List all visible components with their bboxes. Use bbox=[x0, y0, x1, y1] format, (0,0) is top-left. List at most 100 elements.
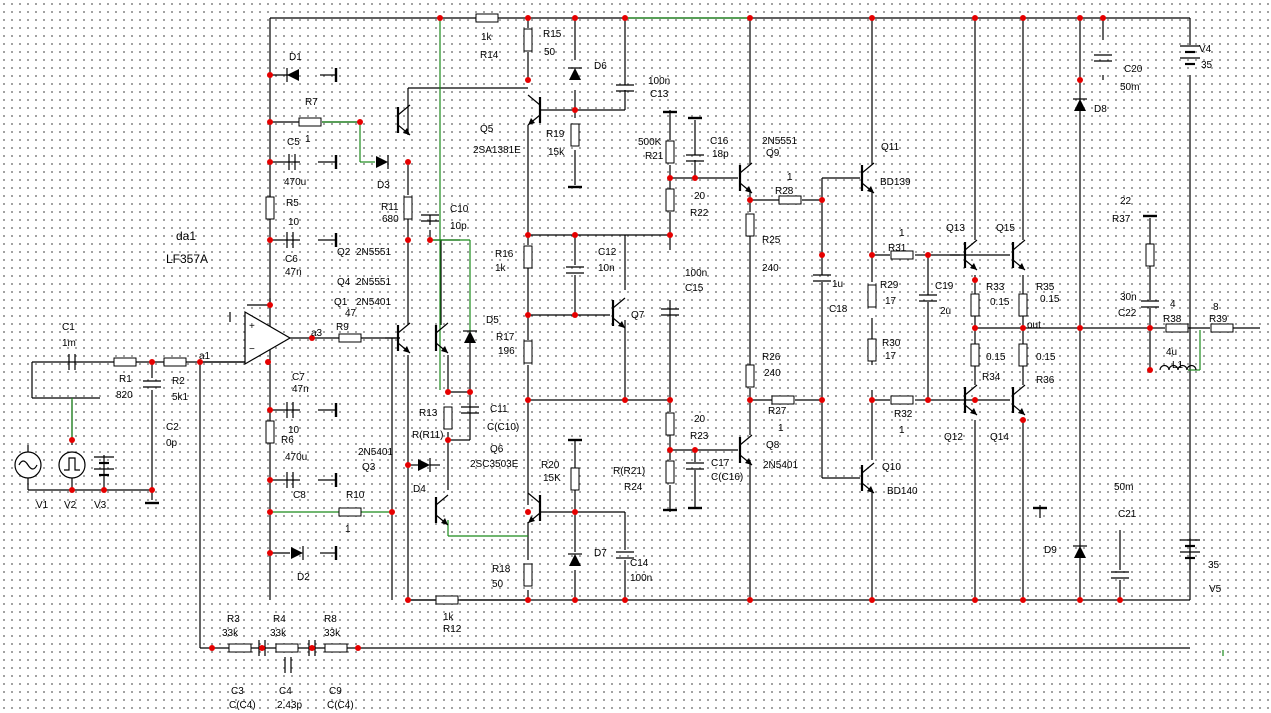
junction-dot bbox=[1117, 597, 1123, 603]
label-v3: V3 bbox=[94, 500, 107, 511]
junction-dot bbox=[1077, 15, 1083, 21]
junction-dot bbox=[525, 509, 531, 515]
label-r11: R11 bbox=[381, 202, 399, 213]
label-r18: R18 bbox=[492, 564, 511, 575]
junction-dot bbox=[1020, 15, 1026, 21]
junction-dot bbox=[525, 232, 531, 238]
label-r34v: 0.15 bbox=[986, 352, 1006, 363]
junction-dot bbox=[747, 197, 753, 203]
label-d8: D8 bbox=[1094, 104, 1107, 115]
label-d4: D4 bbox=[413, 484, 426, 495]
label-c6v: 47n bbox=[285, 267, 302, 278]
label-c3v: C(C4) bbox=[229, 700, 256, 711]
label-c4v: 2.43p bbox=[277, 700, 302, 711]
resistor-r24 bbox=[665, 460, 675, 484]
label-r3v: 33k bbox=[222, 628, 239, 639]
label-q5: Q5 bbox=[480, 124, 494, 135]
junction-dot bbox=[309, 645, 315, 651]
label-q8t: 2N5401 bbox=[763, 460, 798, 471]
label-q7: Q7 bbox=[631, 310, 645, 321]
capacitor-c1 bbox=[68, 354, 76, 370]
junction-dot bbox=[357, 119, 363, 125]
label-r23: R23 bbox=[690, 431, 709, 442]
junction-dot bbox=[869, 252, 875, 258]
junction-dot bbox=[819, 397, 825, 403]
junction-dot bbox=[1147, 325, 1153, 331]
label-r11v: 680 bbox=[382, 214, 399, 225]
capacitor-c4 bbox=[284, 657, 292, 673]
label-c2v: 0p bbox=[166, 438, 178, 449]
label-c13v: 100n bbox=[648, 76, 670, 87]
transistor-q4 bbox=[396, 322, 411, 354]
battery-v4-icon bbox=[1180, 45, 1200, 66]
label-q1t: 2N5401 bbox=[356, 297, 391, 308]
junction-dot bbox=[1020, 417, 1026, 423]
junction-dot bbox=[267, 237, 273, 243]
junction-dot bbox=[437, 15, 443, 21]
label-q5t: 2SA1381E bbox=[473, 145, 521, 156]
label-d2: D2 bbox=[297, 572, 310, 583]
label-r36: R36 bbox=[1036, 375, 1055, 386]
label-q6: Q6 bbox=[490, 444, 504, 455]
label-c8v: 470u bbox=[285, 452, 307, 463]
label-q2t: 2N5551 bbox=[356, 247, 391, 258]
label-c22v: 30n bbox=[1120, 292, 1137, 303]
transistor-q2 bbox=[396, 104, 411, 136]
battery-v3-icon bbox=[94, 456, 114, 477]
svg-text:−: − bbox=[249, 344, 255, 355]
capacitor-c20 bbox=[1094, 54, 1112, 62]
junction-dot bbox=[692, 175, 698, 181]
junction-dot bbox=[819, 197, 825, 203]
junction-dot bbox=[869, 15, 875, 21]
diode-d3-icon bbox=[376, 155, 389, 169]
capacitor-c5 bbox=[288, 154, 296, 170]
label-r35v: 0.15 bbox=[1040, 294, 1060, 305]
resistor-r13 bbox=[443, 406, 453, 430]
junction-dot bbox=[69, 437, 75, 443]
label-c18: C18 bbox=[829, 304, 848, 315]
label-r14v: 1k bbox=[481, 32, 493, 43]
junction-dot bbox=[265, 359, 271, 365]
label-r6: R6 bbox=[281, 435, 294, 446]
label-l1v: 4u bbox=[1166, 347, 1177, 358]
junction-dot bbox=[572, 232, 578, 238]
junction-dot bbox=[925, 397, 931, 403]
capacitor-c12 bbox=[566, 266, 584, 274]
node-label: a1 bbox=[199, 351, 211, 362]
label-r20: R20 bbox=[541, 460, 560, 471]
label-r15v: 50 bbox=[544, 47, 556, 58]
transistor-q5 bbox=[527, 94, 542, 126]
label-r37: R37 bbox=[1112, 214, 1131, 225]
junction-dot bbox=[925, 252, 931, 258]
label-v2: V2 bbox=[64, 500, 77, 511]
label-d3: D3 bbox=[377, 180, 390, 191]
label-r14: R14 bbox=[480, 50, 499, 61]
label-c20v: 50m bbox=[1120, 82, 1139, 93]
label-r24: R24 bbox=[624, 482, 643, 493]
junction-dot bbox=[667, 175, 673, 181]
label-c5: C5 bbox=[287, 137, 300, 148]
label-c10v: 10p bbox=[450, 221, 467, 232]
label-c9: C9 bbox=[329, 686, 342, 697]
junction-dot bbox=[267, 72, 273, 78]
junction-dot bbox=[747, 397, 753, 403]
junction-dot bbox=[667, 397, 673, 403]
junction-dot bbox=[467, 389, 473, 395]
label-q11t: BD139 bbox=[880, 177, 911, 188]
resistor-r37 bbox=[1145, 243, 1155, 267]
ic-label: LF357A bbox=[166, 252, 208, 266]
capacitor-c14 bbox=[616, 551, 634, 559]
label-r17v: 196 bbox=[498, 346, 515, 357]
transistor-q8 bbox=[738, 434, 753, 466]
junction-dot bbox=[405, 597, 411, 603]
label-q10: Q10 bbox=[882, 462, 901, 473]
label-c1v: 1m bbox=[62, 338, 76, 349]
junction-dot bbox=[149, 359, 155, 365]
label-r3: R3 bbox=[227, 614, 240, 625]
junction-dot bbox=[572, 509, 578, 515]
capacitor-c13 bbox=[616, 84, 634, 92]
capacitor-c21 bbox=[1111, 571, 1129, 579]
transistor-q15 bbox=[1011, 239, 1026, 271]
